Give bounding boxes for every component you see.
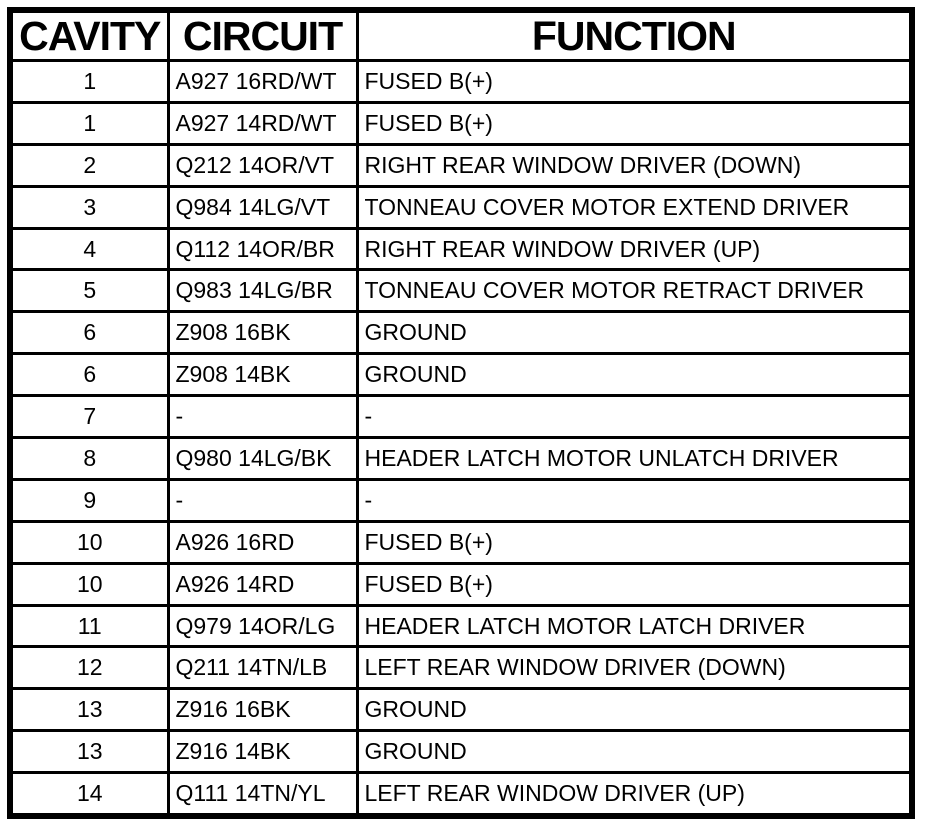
table-row: 10 A926 14RD FUSED B(+) [8,561,914,607]
function-cell: GROUND [355,310,914,356]
function-cell: TONNEAU COVER MOTOR RETRACT DRIVER [355,268,914,314]
table-row: 3 Q984 14LG/VT TONNEAU COVER MOTOR EXTEN… [8,184,914,230]
table-row: 11 Q979 14OR/LG HEADER LATCH MOTOR LATCH… [8,603,914,649]
cavity-cell: 3 [8,184,170,230]
circuit-cell: - [166,394,359,440]
function-cell: FUSED B(+) [355,100,914,146]
function-cell: FUSED B(+) [355,561,914,607]
table-row: 12 Q211 14TN/LB LEFT REAR WINDOW DRIVER … [8,645,914,691]
circuit-cell: Q212 14OR/VT [166,142,359,188]
circuit-cell: A927 14RD/WT [166,100,359,146]
function-cell: - [355,477,914,523]
cavity-cell: 13 [8,687,170,733]
cavity-cell: 12 [8,645,170,691]
header-row: CAVITY CIRCUIT FUNCTION [8,8,914,62]
table-row: 14 Q111 14TN/YL LEFT REAR WINDOW DRIVER … [8,771,914,818]
function-cell: RIGHT REAR WINDOW DRIVER (DOWN) [355,142,914,188]
cavity-cell: 13 [8,729,170,775]
function-cell: HEADER LATCH MOTOR LATCH DRIVER [355,603,914,649]
circuit-cell: Q112 14OR/BR [166,226,359,272]
table-row: 2 Q212 14OR/VT RIGHT REAR WINDOW DRIVER … [8,142,914,188]
circuit-cell: - [166,477,359,523]
circuit-cell: Z908 14BK [166,352,359,398]
function-cell: FUSED B(+) [355,519,914,565]
function-cell: LEFT REAR WINDOW DRIVER (UP) [355,771,914,818]
header-circuit: CIRCUIT [166,8,359,62]
circuit-cell: A927 16RD/WT [166,59,359,104]
function-cell: GROUND [355,687,914,733]
cavity-cell: 1 [8,100,170,146]
table-row: 8 Q980 14LG/BK HEADER LATCH MOTOR UNLATC… [8,436,914,481]
circuit-cell: Q211 14TN/LB [166,645,359,691]
function-cell: - [355,394,914,440]
function-cell: GROUND [355,352,914,398]
cavity-cell: 2 [8,142,170,188]
circuit-cell: A926 14RD [166,561,359,607]
function-cell: RIGHT REAR WINDOW DRIVER (UP) [355,226,914,272]
table-header: CAVITY CIRCUIT FUNCTION [8,8,914,62]
cavity-cell: 6 [8,310,170,356]
cavity-cell: 5 [8,268,170,314]
table-row: 1 A927 16RD/WT FUSED B(+) [8,59,914,104]
circuit-cell: Q111 14TN/YL [166,771,359,818]
table-row: 1 A927 14RD/WT FUSED B(+) [8,100,914,146]
function-cell: TONNEAU COVER MOTOR EXTEND DRIVER [355,184,914,230]
cavity-cell: 9 [8,477,170,523]
circuit-cell: Z916 14BK [166,729,359,775]
connector-pinout-table: CAVITY CIRCUIT FUNCTION 1 A927 16RD/WT F… [7,7,915,820]
cavity-cell: 1 [8,59,170,104]
function-cell: FUSED B(+) [355,59,914,104]
function-cell: GROUND [355,729,914,775]
table-row: 10 A926 16RD FUSED B(+) [8,519,914,565]
table-row: 9 - - [8,477,914,523]
table-row: 6 Z908 14BK GROUND [8,352,914,398]
circuit-cell: Q979 14OR/LG [166,603,359,649]
circuit-cell: Q984 14LG/VT [166,184,359,230]
header-function: FUNCTION [355,8,914,62]
table-row: 5 Q983 14LG/BR TONNEAU COVER MOTOR RETRA… [8,268,914,314]
table-row: 7 - - [8,394,914,440]
header-cavity: CAVITY [8,8,170,62]
cavity-cell: 10 [8,561,170,607]
table-row: 6 Z908 16BK GROUND [8,310,914,356]
circuit-cell: Q980 14LG/BK [166,436,359,481]
circuit-cell: A926 16RD [166,519,359,565]
function-cell: LEFT REAR WINDOW DRIVER (DOWN) [355,645,914,691]
cavity-cell: 4 [8,226,170,272]
cavity-cell: 8 [8,436,170,481]
cavity-cell: 7 [8,394,170,440]
cavity-cell: 11 [8,603,170,649]
table-row: 4 Q112 14OR/BR RIGHT REAR WINDOW DRIVER … [8,226,914,272]
circuit-cell: Q983 14LG/BR [166,268,359,314]
cavity-cell: 10 [8,519,170,565]
circuit-cell: Z916 16BK [166,687,359,733]
circuit-cell: Z908 16BK [166,310,359,356]
cavity-cell: 14 [8,771,170,818]
table-row: 13 Z916 16BK GROUND [8,687,914,733]
table-row: 13 Z916 14BK GROUND [8,729,914,775]
function-cell: HEADER LATCH MOTOR UNLATCH DRIVER [355,436,914,481]
cavity-cell: 6 [8,352,170,398]
table-body: 1 A927 16RD/WT FUSED B(+) 1 A927 14RD/WT… [8,59,914,818]
